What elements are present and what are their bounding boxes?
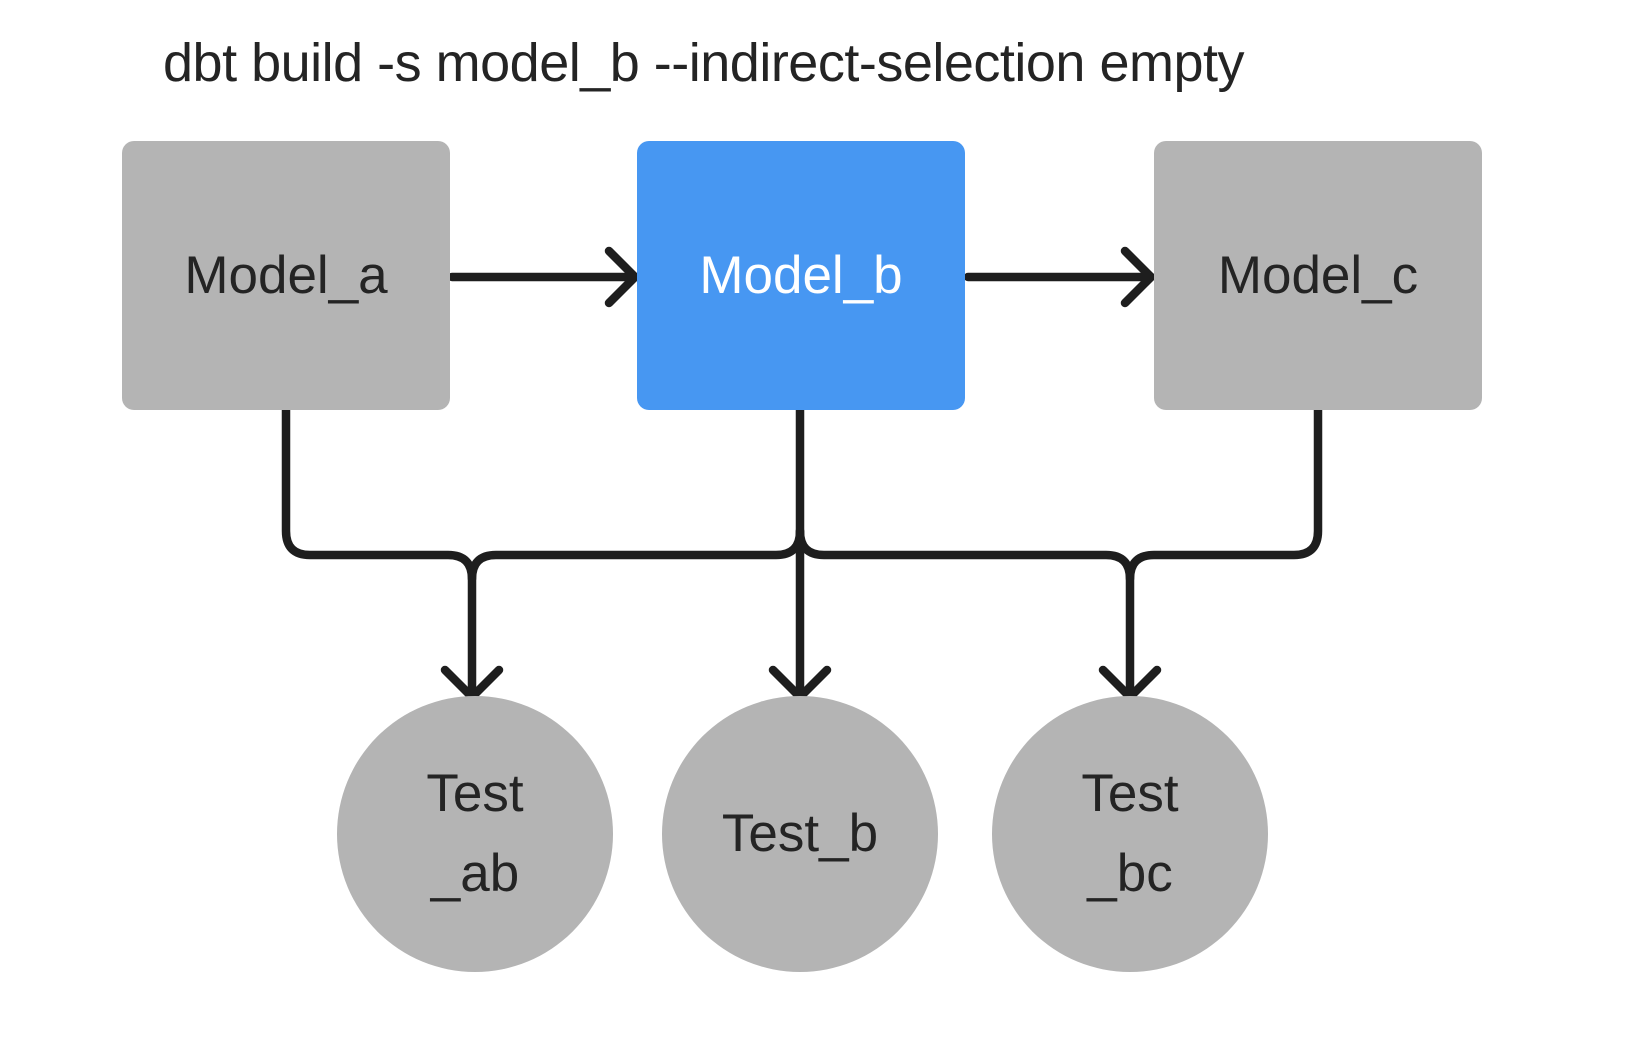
node-model-c: Model_c [1154, 141, 1482, 410]
node-test-bc-label-line-2: _bc [1087, 844, 1173, 903]
node-test-bc: Test _bc [992, 696, 1268, 972]
node-test-ab: Test _ab [337, 696, 613, 972]
node-test-b-label-line-1: Test_b [721, 804, 879, 863]
connector-bus-model-b-to-test-bc [795, 526, 1135, 584]
connector-model-c-to-test-bc [1125, 405, 1323, 699]
connector-bus-test-ab-to-model-b [467, 526, 805, 584]
node-model-a: Model_a [122, 141, 450, 410]
node-model-b-selected: Model_b [637, 141, 965, 410]
node-model-b-label: Model_b [699, 246, 903, 305]
arrowhead-right-icon [604, 246, 640, 308]
node-test-ab-label-line-1: Test [426, 764, 524, 823]
connector-model-a-to-test-ab [281, 405, 477, 699]
node-model-a-label: Model_a [184, 246, 388, 305]
edge-model-a-to-model-b [447, 246, 640, 308]
edge-models-to-tests-bus [281, 405, 1323, 702]
node-model-c-label: Model_c [1217, 246, 1419, 305]
diagram-title: dbt build -s model_b --indirect-selectio… [163, 33, 1245, 93]
edge-model-b-to-model-c [963, 246, 1156, 308]
node-test-ab-label-line-2: _ab [430, 844, 520, 903]
node-test-bc-label-line-1: Test [1081, 764, 1179, 823]
arrowhead-right-icon [1120, 246, 1156, 308]
node-test-b: Test_b [662, 696, 938, 972]
